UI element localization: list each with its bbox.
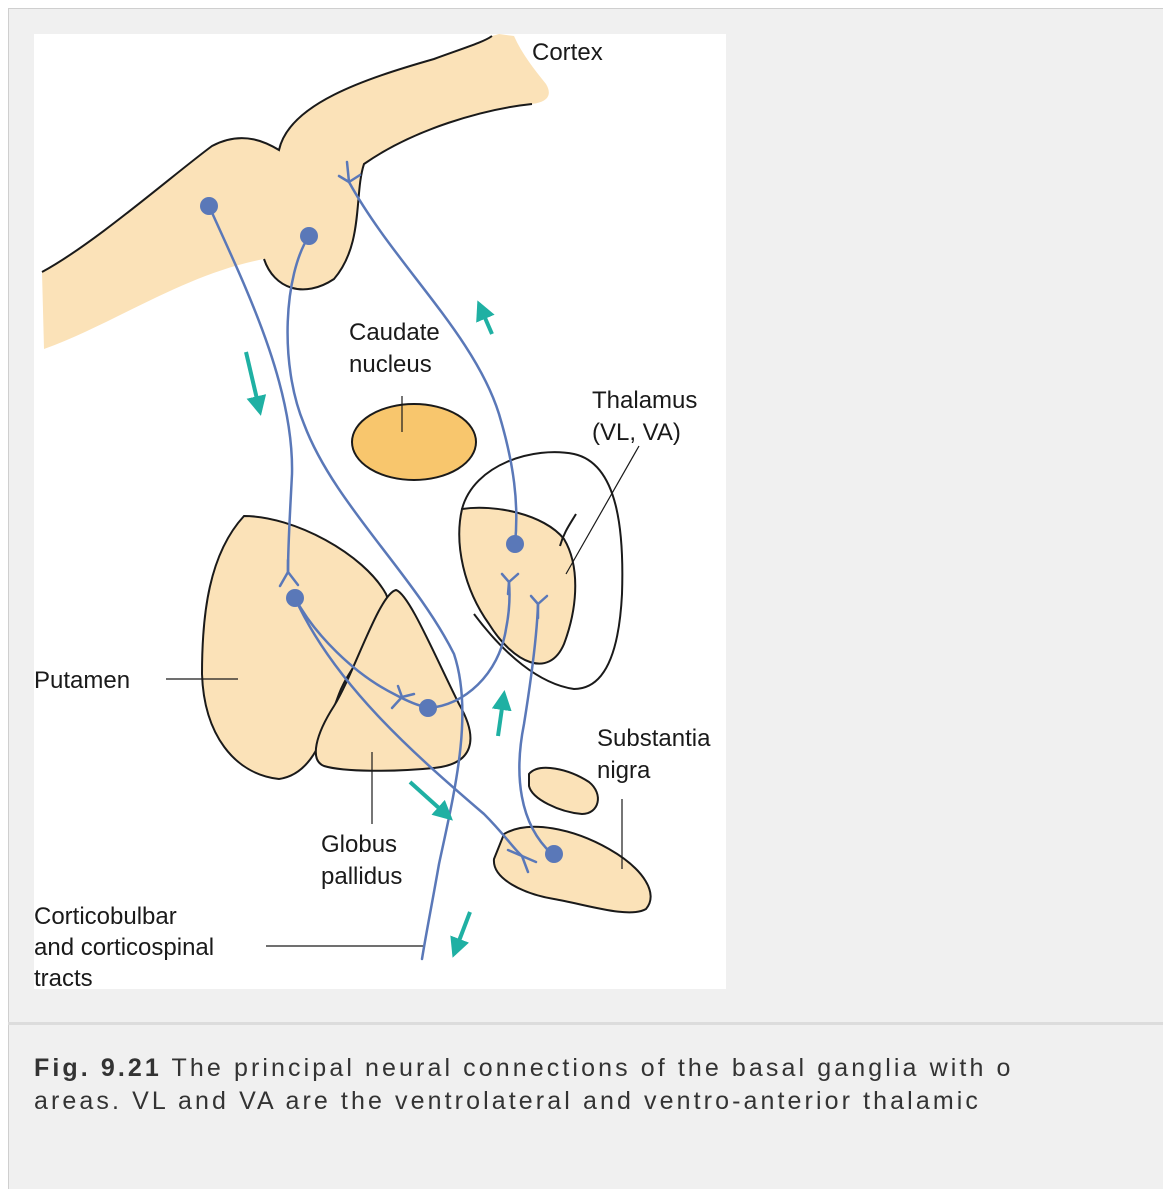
arrow-down-tracts	[454, 912, 470, 954]
figure-caption: Fig. 9.21 The principal neural connectio…	[34, 1052, 1163, 1118]
arrow-up-nigra-thalamus	[498, 694, 504, 736]
substantia-nigra-large-shape	[494, 827, 651, 913]
globus-label-line1: Globus	[321, 831, 397, 858]
caudate-label-line1: Caudate	[349, 319, 440, 346]
basal-ganglia-diagram: Cortex Caudate nucleus Thalamus (VL, VA)…	[34, 34, 726, 989]
nigra-neuron	[545, 845, 563, 863]
caption-line-2: areas. VL and VA are the ventrolateral a…	[34, 1085, 1163, 1118]
thalamus-nucleus-shape	[459, 508, 575, 664]
putamen-label: Putamen	[34, 667, 130, 694]
cortex-label: Cortex	[532, 39, 603, 66]
substantia-label-line2: nigra	[597, 757, 651, 784]
thalamus-leader-line	[566, 446, 639, 574]
cortex-shape	[42, 34, 549, 349]
arrow-up-thalamus-cortex	[479, 304, 492, 334]
arrow-down-cortex	[246, 352, 260, 412]
pallidus-neuron	[419, 699, 437, 717]
cortex-neuron-1	[200, 197, 218, 215]
substantia-label-line1: Substantia	[597, 725, 711, 752]
thalamus-neuron	[506, 535, 524, 553]
tracts-label-line3: tracts	[34, 965, 93, 989]
figure-number: Fig. 9.21	[34, 1054, 162, 1082]
thalamus-label-line1: Thalamus	[592, 387, 697, 414]
arrow-down-putamen-nigra	[410, 782, 450, 818]
tracts-label-line1: Corticobulbar	[34, 903, 177, 930]
substantia-nigra-small-shape	[529, 768, 598, 814]
tracts-label-line2: and corticospinal	[34, 934, 214, 961]
thalamus-label-line2: (VL, VA)	[592, 419, 681, 446]
caudate-label-line2: nucleus	[349, 351, 432, 378]
globus-label-line2: pallidus	[321, 863, 402, 890]
caption-line-1: Fig. 9.21 The principal neural connectio…	[34, 1052, 1163, 1085]
caption-divider	[8, 1022, 1163, 1025]
thalamus-inner-arc	[560, 514, 576, 546]
cortex-neuron-2	[300, 227, 318, 245]
caudate-nucleus-shape	[352, 404, 476, 480]
caption-text-1: The principal neural connections of the …	[172, 1054, 1014, 1082]
putamen-neuron	[286, 589, 304, 607]
